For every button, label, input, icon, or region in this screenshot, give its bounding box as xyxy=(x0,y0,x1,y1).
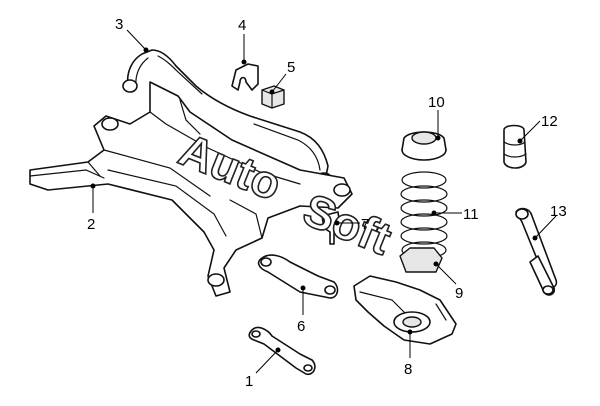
lower-link xyxy=(257,254,339,299)
callout-7-label: 7 xyxy=(361,216,369,233)
coil-spring xyxy=(400,171,448,259)
callout-7: 7 xyxy=(334,216,369,233)
callout-6-label: 6 xyxy=(297,318,305,335)
spring-insulator xyxy=(399,247,443,273)
callout-8: 8 xyxy=(404,329,413,378)
lower-control-arm xyxy=(353,275,457,345)
callout-9-label: 9 xyxy=(455,285,463,302)
stabilizer-bush xyxy=(261,85,285,109)
callout-12: 12 xyxy=(517,113,558,144)
callout-4-label: 4 xyxy=(238,17,246,34)
callout-3: 3 xyxy=(115,16,149,53)
bump-stop xyxy=(503,124,527,169)
callouts: 1 2 3 4 5 6 7 xyxy=(87,16,567,390)
callout-12-label: 12 xyxy=(541,113,558,130)
callout-6: 6 xyxy=(297,285,306,335)
subframe xyxy=(29,81,353,297)
callout-1-label: 1 xyxy=(245,373,253,390)
spring-seat xyxy=(401,131,447,161)
callout-5-label: 5 xyxy=(287,59,295,76)
callout-5: 5 xyxy=(269,59,295,95)
callout-1: 1 xyxy=(245,347,281,390)
shock-absorber xyxy=(515,207,558,296)
link-rod xyxy=(248,326,316,376)
callout-2: 2 xyxy=(87,183,96,233)
callout-13-label: 13 xyxy=(550,203,567,220)
stabilizer-bracket xyxy=(231,63,259,91)
callout-8-label: 8 xyxy=(404,361,412,378)
callout-2-label: 2 xyxy=(87,216,95,233)
callout-11-label: 11 xyxy=(463,206,479,223)
bolt xyxy=(321,211,341,245)
callout-11: 11 xyxy=(431,206,479,223)
callout-13: 13 xyxy=(532,203,567,241)
watermark-line2: Soft xyxy=(296,183,398,265)
callout-10: 10 xyxy=(428,94,445,141)
callout-4: 4 xyxy=(238,17,247,65)
callout-9: 9 xyxy=(433,261,463,302)
stabilizer-bar xyxy=(122,49,332,184)
callout-10-label: 10 xyxy=(428,94,445,111)
callout-3-label: 3 xyxy=(115,16,123,33)
